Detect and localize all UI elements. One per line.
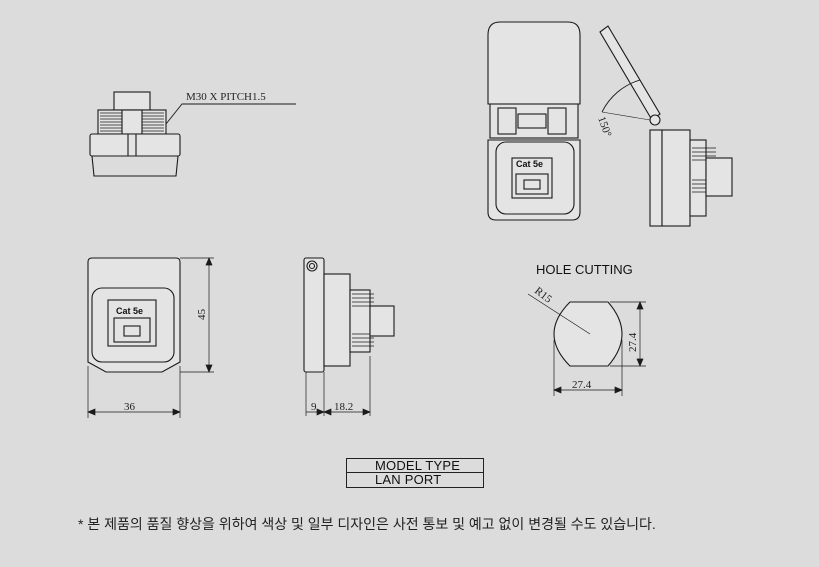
dim-depth-a-label: 9 [311, 401, 317, 413]
angle-label: 150° [595, 115, 613, 139]
side-view [303, 257, 395, 416]
model-type-table: MODEL TYPE LAN PORT [346, 458, 484, 488]
hole-width-label: 27.4 [572, 379, 592, 391]
cat-label-iso: Cat 5e [516, 159, 543, 169]
dim-width-label: 36 [124, 401, 136, 413]
side-view-lid-open [599, 25, 733, 227]
hole-cutting-diagram [527, 293, 646, 396]
radius-label: R15 [532, 285, 554, 306]
model-type-value: LAN PORT [375, 472, 442, 487]
cat-label-front: Cat 5e [116, 306, 143, 316]
front-view [87, 257, 214, 418]
side-view-thread [89, 91, 296, 177]
thread-label: M30 X PITCH1.5 [186, 91, 266, 103]
hole-height-label: 27.4 [627, 332, 639, 352]
model-type-header: MODEL TYPE [347, 459, 483, 473]
dim-height-label: 45 [196, 309, 208, 321]
hole-cutting-title: HOLE CUTTING [536, 262, 633, 277]
disclaimer-footnote: * 본 제품의 품질 향상을 위하여 색상 및 일부 디자인은 사전 통보 및 … [78, 516, 656, 532]
dim-depth-b-label: 18.2 [334, 401, 353, 413]
isometric-front-view [487, 21, 581, 221]
